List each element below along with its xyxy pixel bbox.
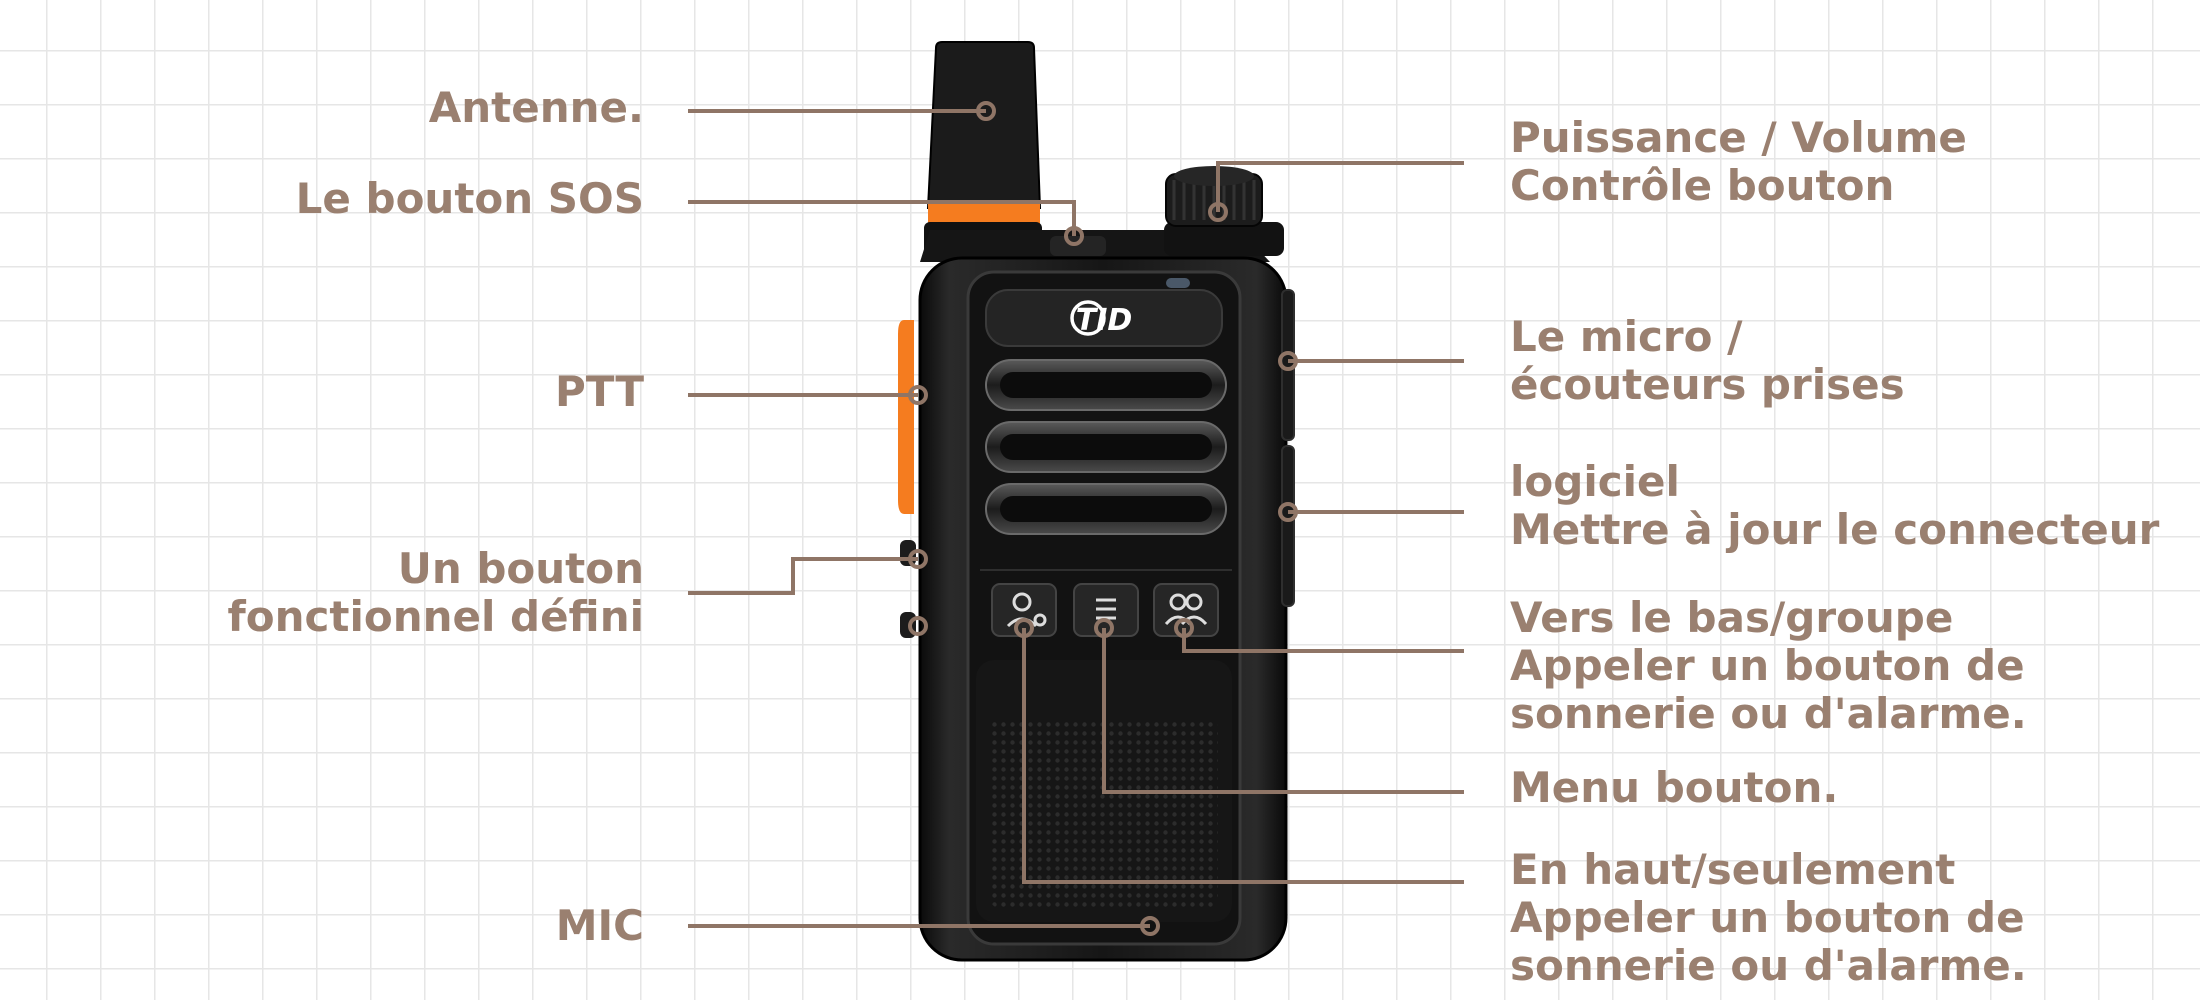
leader-sos <box>688 200 1076 236</box>
label-sos-text: Le bouton SOS <box>295 174 644 223</box>
label-mic-earphone-line-2: écouteurs prises <box>1510 360 1905 409</box>
earphone-jack-cover <box>1281 289 1295 441</box>
label-down-group: Vers le bas/groupe Appeler un bouton de … <box>1510 594 2027 738</box>
dot-down-group <box>1174 618 1194 638</box>
label-software-update: logiciel Mettre à jour le connecteur <box>1510 458 2159 554</box>
radio-device: TID <box>898 41 1295 962</box>
sos-button[interactable] <box>1050 236 1106 256</box>
label-down-group-line-3: sonnerie ou d'alarme. <box>1510 689 2027 738</box>
label-power-volume-line-2: Contrôle bouton <box>1510 161 1895 210</box>
dot-mic <box>1140 916 1160 936</box>
leader-menu <box>1102 628 1464 794</box>
label-antenna-text: Antenne. <box>428 83 644 132</box>
speaker-grille-top <box>985 359 1227 535</box>
label-up-single: En haut/seulement Appeler un bouton de s… <box>1510 846 2027 990</box>
menu-icon <box>1096 598 1116 620</box>
brand-logo-text: TID <box>1076 303 1133 338</box>
dot-software-update <box>1278 502 1298 522</box>
label-up-single-line-3: sonnerie ou d'alarme. <box>1510 941 2027 990</box>
antenna-orange-ring <box>928 204 1040 224</box>
ptt-button[interactable] <box>898 320 914 514</box>
label-sos: Le bouton SOS <box>296 175 644 223</box>
label-software-update-line-2: Mettre à jour le connecteur <box>1510 505 2160 554</box>
dot-function-2 <box>908 616 928 636</box>
leader-power-volume <box>1216 161 1464 212</box>
label-function-button: Un bouton fonctionnel défini <box>227 545 644 641</box>
dot-function-1 <box>908 549 928 569</box>
label-mic-earphone: Le micro / écouteurs prises <box>1510 313 1905 409</box>
label-mic-earphone-line-1: Le micro / <box>1510 312 1743 361</box>
label-software-update-line-1: logiciel <box>1510 457 1680 506</box>
dot-menu <box>1094 618 1114 638</box>
brand-logo: TID <box>1070 300 1133 338</box>
status-led <box>1166 278 1190 288</box>
label-ptt: PTT <box>555 368 644 416</box>
dot-sos <box>1064 226 1084 246</box>
label-power-volume: Puissance / Volume Contrôle bouton <box>1510 114 1967 210</box>
dot-ptt <box>908 385 928 405</box>
label-menu: Menu bouton. <box>1510 764 1838 812</box>
label-down-group-line-2: Appeler un bouton de <box>1510 641 2025 690</box>
label-mic-text: MIC <box>555 901 644 950</box>
leader-function <box>688 557 918 595</box>
label-up-single-line-2: Appeler un bouton de <box>1510 893 2025 942</box>
dot-up-single <box>1014 618 1034 638</box>
leader-dots <box>908 101 1298 936</box>
label-ptt-text: PTT <box>554 367 644 416</box>
dot-antenna <box>976 101 996 121</box>
leader-up-single <box>1022 628 1464 884</box>
label-function-line-2: fonctionnel défini <box>227 592 644 641</box>
dot-mic-earphone <box>1278 351 1298 371</box>
label-power-volume-line-1: Puissance / Volume <box>1510 113 1967 162</box>
label-function-line-1: Un bouton <box>397 544 644 593</box>
label-down-group-line-1: Vers le bas/groupe <box>1510 593 1954 642</box>
antenna <box>926 41 1042 209</box>
label-up-single-line-1: En haut/seulement <box>1510 845 1956 894</box>
update-port-cover <box>1281 445 1295 607</box>
label-menu-text: Menu bouton. <box>1510 763 1839 812</box>
label-antenna: Antenne. <box>429 84 644 132</box>
power-volume-knob[interactable] <box>1164 166 1284 256</box>
dot-power-volume <box>1208 202 1228 222</box>
label-mic: MIC <box>556 902 644 950</box>
